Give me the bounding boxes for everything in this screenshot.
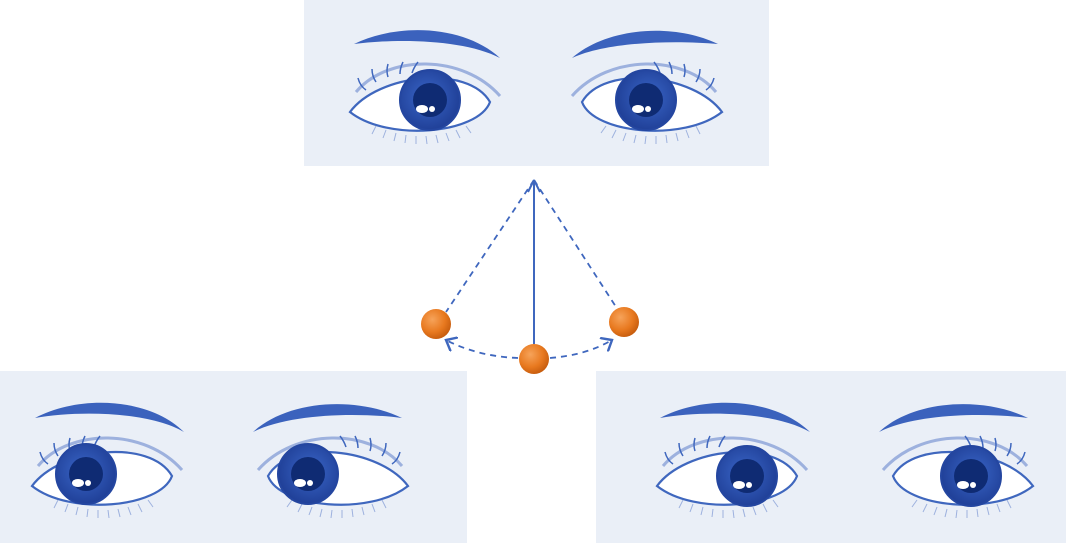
eyebrow-right [879, 404, 1028, 432]
swing-arrow-left [446, 340, 519, 359]
eye-right [256, 434, 410, 520]
panel-top [304, 0, 769, 166]
pendulum [421, 179, 639, 374]
pendulum-path-right [533, 179, 619, 311]
eye-right [570, 60, 724, 146]
panel-bottom-left [0, 371, 467, 543]
eye-right [881, 434, 1035, 520]
eyebrow-left [35, 402, 184, 432]
eyebrow-left [660, 402, 810, 432]
pendulum-path-left [445, 179, 535, 313]
eyebrow-left [354, 30, 500, 58]
pendulum-ball-center [519, 344, 549, 374]
swing-arrow-right [549, 340, 612, 359]
eye-left [30, 434, 184, 520]
eye-left [348, 60, 502, 146]
eye-left [655, 434, 809, 520]
pendulum-ball-right [609, 307, 639, 337]
iris [399, 69, 461, 131]
pendulum-ball-left [421, 309, 451, 339]
eyebrow-right [253, 404, 402, 432]
eyebrow-right [572, 30, 718, 58]
panel-bottom-right [596, 371, 1066, 543]
